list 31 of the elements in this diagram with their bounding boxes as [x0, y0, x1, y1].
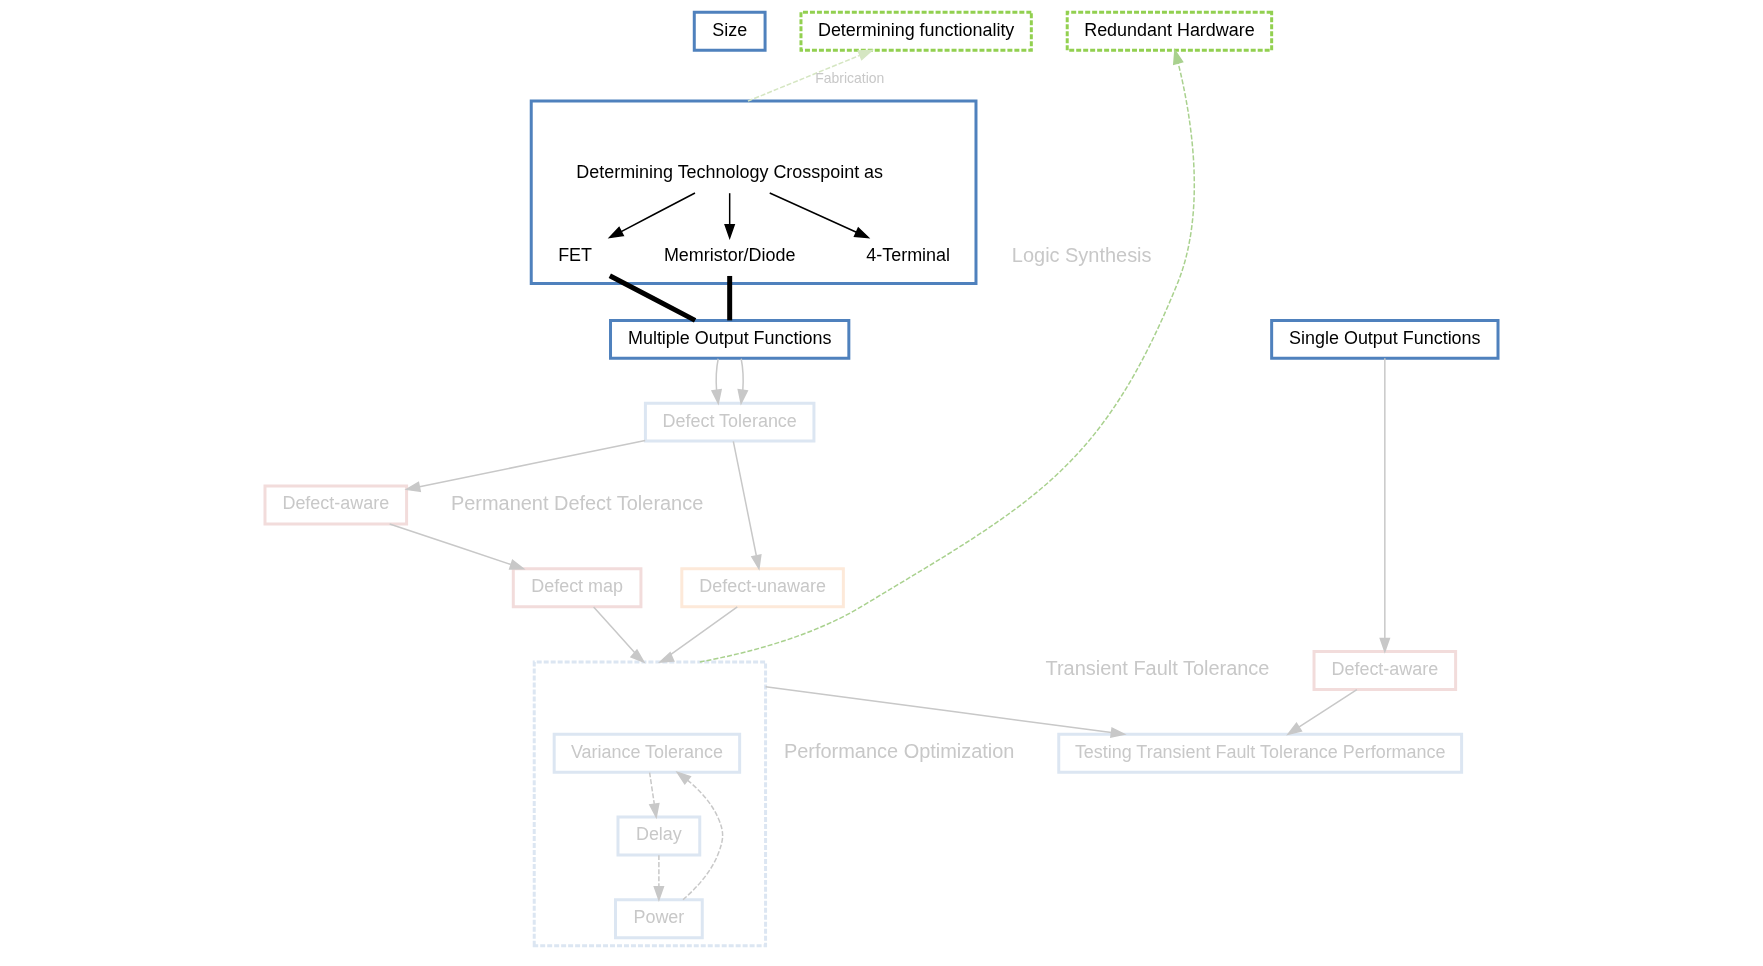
node-box: Size: [692, 10, 767, 52]
arrow: [710, 358, 723, 406]
arrow: [653, 854, 665, 903]
arrow: [1286, 688, 1358, 736]
connector: [608, 273, 697, 323]
arrow: [657, 606, 739, 663]
arrow: [675, 770, 724, 901]
arrow: [699, 48, 1196, 663]
arrow: [592, 606, 646, 664]
node-text: FET: [558, 245, 593, 266]
node-box: Multiple Output Functions: [609, 318, 851, 360]
connector: [727, 275, 733, 321]
arrow: [764, 686, 1127, 738]
arrow: [747, 49, 875, 102]
arrow: [769, 192, 871, 239]
arrow: [388, 523, 526, 570]
arrow: [737, 358, 749, 406]
node-box: Single Output Functions: [1270, 318, 1500, 360]
arrow: [724, 192, 736, 240]
arrow: [607, 192, 696, 239]
node-text: Determining Technology Crosspoint as: [576, 162, 884, 183]
node-text: 4-Terminal: [866, 245, 951, 266]
arrow: [1379, 357, 1391, 654]
arrow: [648, 771, 660, 820]
node-box: Determining functionality: [799, 10, 1033, 52]
node-text: Memristor/Diode: [663, 245, 796, 266]
cluster: [532, 660, 768, 948]
arrow: [404, 439, 646, 493]
node-box: Redundant Hardware: [1065, 10, 1274, 52]
arrow: [732, 440, 762, 571]
cluster: [529, 99, 978, 286]
